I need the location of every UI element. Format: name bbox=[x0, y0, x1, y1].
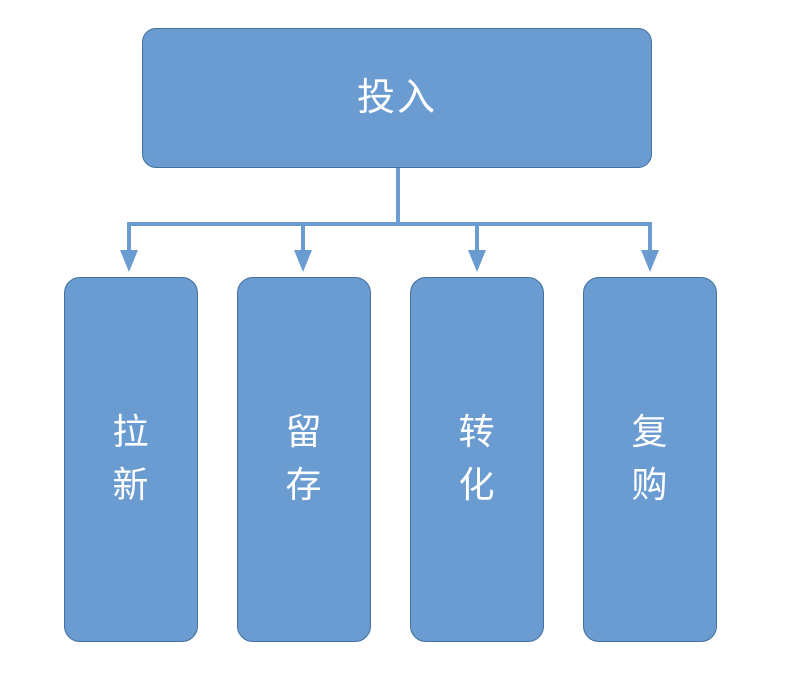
arrowhead-4 bbox=[641, 250, 659, 272]
arrowhead-1 bbox=[120, 250, 138, 272]
root-node-investment[interactable]: 投入 bbox=[142, 28, 652, 168]
child-node-label-3: 转化 bbox=[458, 412, 496, 506]
child-node-label-4: 复购 bbox=[631, 412, 669, 506]
child-node-label-1: 拉新 bbox=[112, 412, 150, 506]
connector-trunk bbox=[396, 168, 400, 226]
root-node-label: 投入 bbox=[356, 75, 437, 120]
arrowhead-2 bbox=[294, 250, 312, 272]
arrowhead-3 bbox=[468, 250, 486, 272]
child-node-conversion[interactable]: 转化 bbox=[410, 277, 544, 642]
child-node-acquisition[interactable]: 拉新 bbox=[64, 277, 198, 642]
connector-drop-4 bbox=[648, 222, 652, 260]
connector-drop-2 bbox=[301, 222, 305, 260]
child-node-label-2: 留存 bbox=[285, 412, 323, 506]
child-node-repurchase[interactable]: 复购 bbox=[583, 277, 717, 642]
connector-drop-3 bbox=[475, 222, 479, 260]
connector-drop-1 bbox=[127, 222, 131, 260]
child-node-retention[interactable]: 留存 bbox=[237, 277, 371, 642]
connector-bus-bar bbox=[127, 222, 652, 226]
